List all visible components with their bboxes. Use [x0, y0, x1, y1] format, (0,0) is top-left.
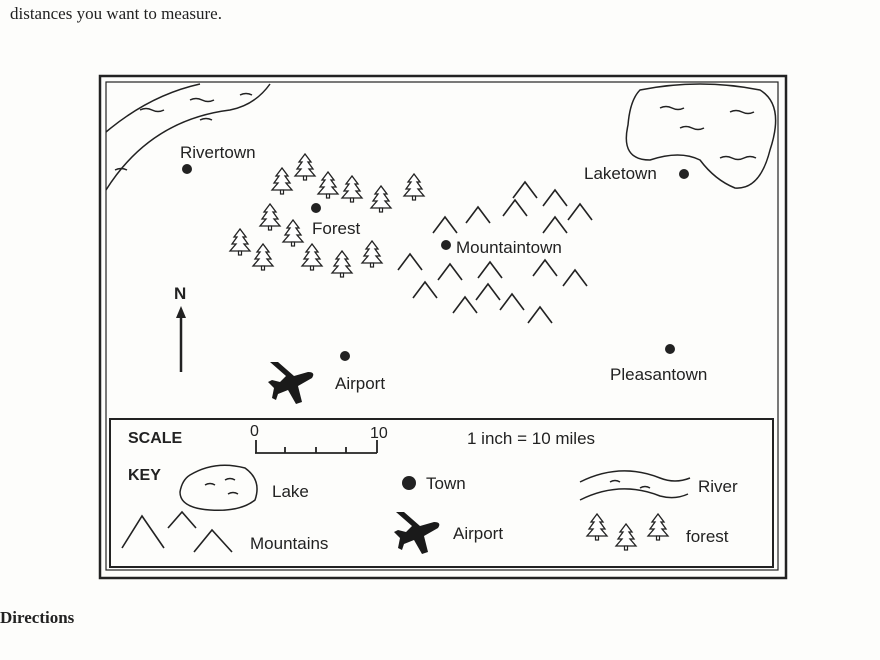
- river: [105, 83, 271, 191]
- key-item-airport: Airport: [453, 524, 503, 543]
- intro-text: distances you want to measure.: [10, 4, 222, 23]
- scale-text: 1 inch = 10 miles: [467, 429, 595, 448]
- map-border-inner: [105, 81, 779, 571]
- town-label-rivertown: Rivertown: [180, 143, 256, 162]
- scale-label: SCALE: [128, 430, 183, 447]
- north-label: N: [174, 284, 186, 303]
- north-arrow-icon: [176, 306, 186, 372]
- key-lake-icon: [179, 464, 258, 512]
- map-border-outer: [98, 74, 788, 580]
- key-forest-icon: [586, 513, 669, 551]
- scale-bar: [255, 440, 378, 454]
- scale-tick-10: 10: [370, 425, 388, 442]
- key-town-icon: [402, 476, 416, 490]
- town-label-laketown: Laketown: [584, 164, 657, 183]
- key-river-icon: [579, 470, 691, 501]
- forest-area: [229, 153, 425, 278]
- town-label-mountaintown: Mountaintown: [456, 238, 562, 257]
- town-label-forest: Forest: [312, 219, 360, 238]
- lake: [625, 83, 777, 189]
- scale-tick-0: 0: [250, 423, 259, 440]
- town-label-pleasantown: Pleasantown: [610, 365, 707, 384]
- key-item-lake: Lake: [272, 482, 309, 501]
- section-heading: Directions: [0, 608, 75, 627]
- town-label-airport: Airport: [335, 374, 385, 393]
- key-item-town: Town: [426, 474, 466, 493]
- airport-icon: [268, 362, 314, 404]
- key-airport-icon: [394, 512, 440, 554]
- key-item-river: River: [698, 477, 738, 496]
- key-mountains-icon: [121, 510, 233, 553]
- key-label: KEY: [128, 467, 161, 484]
- key-item-forest: forest: [686, 527, 729, 546]
- key-box: [109, 418, 774, 568]
- key-item-mountains: Mountains: [250, 534, 328, 553]
